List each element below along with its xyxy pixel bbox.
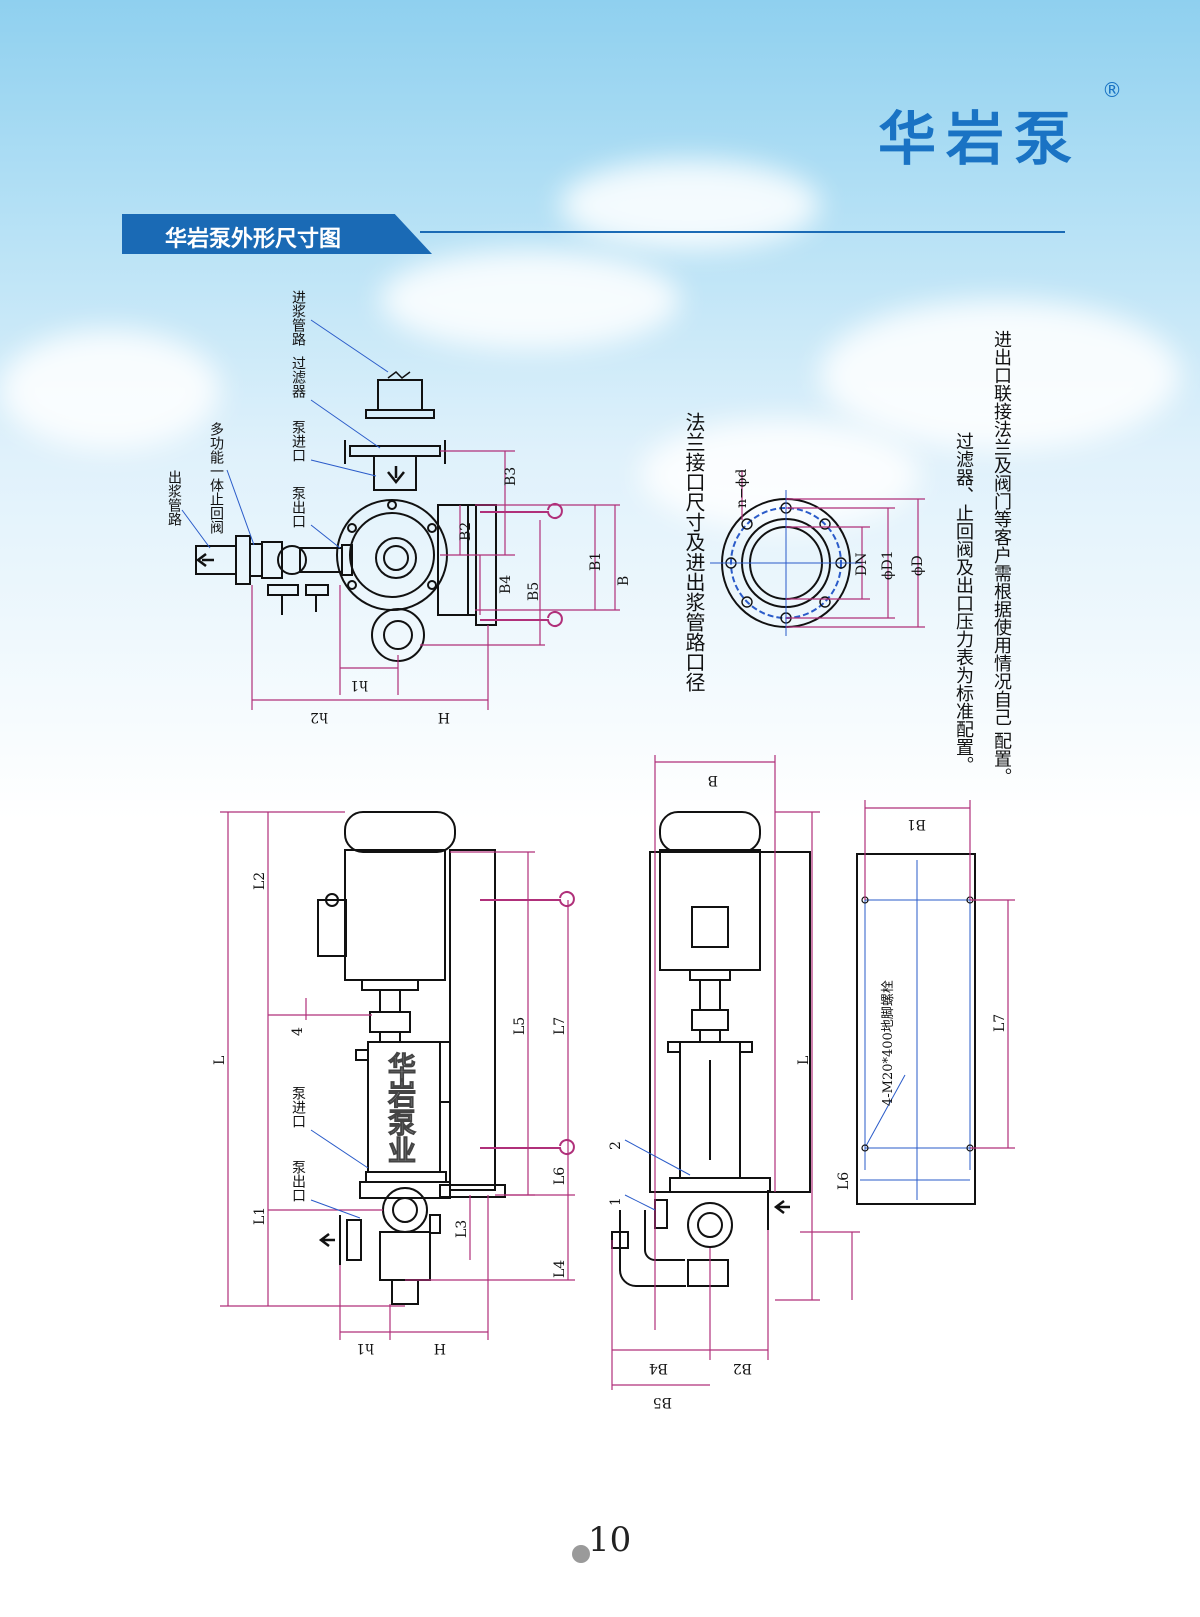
page-dot bbox=[572, 1545, 590, 1563]
dim-label-B: B bbox=[616, 576, 632, 586]
cloud bbox=[640, 420, 920, 530]
note-1: 过滤器、止回阀及出口压力表为标准配置。 bbox=[953, 432, 974, 774]
dim-label-phiD1: ϕD1 bbox=[880, 550, 896, 580]
dim-label-phiD: ϕD bbox=[910, 555, 926, 576]
flange-title: 法兰接口尺寸及进出浆管路口径 bbox=[682, 412, 706, 692]
dim-label-L1: L1 bbox=[252, 1207, 268, 1225]
filter bbox=[365, 371, 435, 419]
flange-centerlines bbox=[710, 490, 862, 636]
dim-label-L6: L6 bbox=[552, 1167, 568, 1185]
dim-label-B2: B2 bbox=[458, 522, 474, 541]
dim-label-h1-front: h1 bbox=[356, 1340, 374, 1356]
dim-label-B4-side: B4 bbox=[649, 1360, 668, 1376]
dim-label-L: L bbox=[212, 1056, 228, 1065]
label-outlet-pipe: 出浆管路 bbox=[166, 470, 182, 526]
dim-label-B-side: B bbox=[708, 772, 718, 788]
cloud bbox=[560, 160, 820, 250]
side-view-dims bbox=[611, 755, 860, 1390]
dim-label-B2-side: B2 bbox=[733, 1360, 752, 1376]
base-view bbox=[856, 800, 1015, 1205]
base-view-dims bbox=[864, 800, 1015, 1149]
dim-label-L6-side: L6 bbox=[836, 1172, 852, 1190]
dim-label-B5-side: B5 bbox=[653, 1394, 672, 1410]
top-view-leaders bbox=[181, 319, 389, 549]
coupling-side bbox=[691, 979, 729, 1043]
lifting-hooks-top bbox=[480, 503, 563, 627]
dim-label-L-side: L bbox=[796, 1056, 812, 1065]
dim-label-4: 4 bbox=[290, 1027, 306, 1036]
top-view bbox=[181, 319, 620, 710]
title-rule bbox=[420, 231, 1065, 233]
side-view bbox=[611, 755, 860, 1390]
note-2: 进出口联接法兰及阀门等客户需根据使用情况自己 配置。 bbox=[991, 330, 1012, 786]
cloud bbox=[0, 330, 220, 450]
label-filter: 过滤器 bbox=[290, 356, 306, 398]
dim-label-L5: L5 bbox=[512, 1017, 528, 1035]
label-multi-valve: 多功能一体止回阀 bbox=[208, 422, 224, 534]
inlet-flange bbox=[344, 440, 446, 491]
dim-label-B3: B3 bbox=[503, 467, 519, 486]
dim-label-H-front: H bbox=[434, 1340, 446, 1356]
motor-front bbox=[317, 811, 456, 991]
dim-label-L3: L3 bbox=[454, 1220, 470, 1238]
base-plate-top bbox=[475, 504, 497, 626]
lifting-hooks-front bbox=[480, 891, 575, 1155]
coupling-front bbox=[369, 989, 411, 1043]
label-front-pump-inlet: 泵进口 bbox=[290, 1086, 306, 1128]
front-view bbox=[220, 811, 575, 1340]
pump-casing-side bbox=[611, 1041, 790, 1287]
label-pump-outlet: 泵出口 bbox=[290, 486, 306, 528]
label-inlet-pipe: 进浆管路 bbox=[290, 290, 306, 346]
cloud bbox=[380, 250, 680, 350]
flange-dims bbox=[741, 470, 925, 628]
front-view-dims bbox=[220, 811, 575, 1340]
pump-casing-front bbox=[318, 1041, 451, 1305]
dim-label-n-phi-d: n−ϕd bbox=[734, 469, 750, 508]
dim-label-H: H bbox=[438, 709, 450, 725]
front-view-leaders bbox=[310, 1129, 369, 1219]
dim-label-L2: L2 bbox=[252, 872, 268, 890]
casing-brand-text: 华岩泵业 bbox=[384, 1052, 418, 1165]
dim-label-DN: DN bbox=[854, 553, 870, 576]
dim-label-h1: h1 bbox=[350, 677, 368, 693]
base-view-lines bbox=[860, 860, 971, 1200]
page-number: 10 bbox=[588, 1520, 632, 1560]
base-side bbox=[649, 851, 811, 1193]
flange-view bbox=[710, 470, 925, 636]
cloud bbox=[820, 300, 1180, 450]
base-front bbox=[439, 849, 506, 1198]
side-view-leaders bbox=[624, 1139, 691, 1211]
bolt-label: 4-M20*400地脚螺栓 bbox=[880, 980, 896, 1106]
pump-body-top bbox=[336, 499, 477, 662]
registered-mark: ® bbox=[1102, 78, 1122, 102]
dim-label-B4: B4 bbox=[498, 575, 514, 594]
dim-label-L4: L4 bbox=[552, 1260, 568, 1278]
dim-label-1: 1 bbox=[608, 1197, 624, 1206]
motor-side bbox=[659, 811, 761, 981]
section-banner bbox=[122, 214, 432, 254]
outlet-valve bbox=[195, 535, 353, 615]
dim-label-L7-base: L7 bbox=[992, 1014, 1008, 1032]
dim-label-h2: h2 bbox=[310, 709, 328, 725]
dim-label-B1: B1 bbox=[588, 552, 604, 571]
dim-label-B5: B5 bbox=[526, 582, 542, 601]
section-title: 华岩泵外形尺寸图 bbox=[165, 226, 342, 252]
top-view-dims bbox=[251, 450, 620, 710]
dim-label-B1-base: B1 bbox=[907, 816, 926, 832]
label-pump-inlet: 泵进口 bbox=[290, 420, 306, 462]
brand-logo: 华岩泵 bbox=[878, 105, 1083, 173]
label-front-pump-outlet: 泵出口 bbox=[290, 1160, 306, 1202]
dim-label-L7: L7 bbox=[552, 1017, 568, 1035]
dim-label-2: 2 bbox=[608, 1141, 624, 1150]
